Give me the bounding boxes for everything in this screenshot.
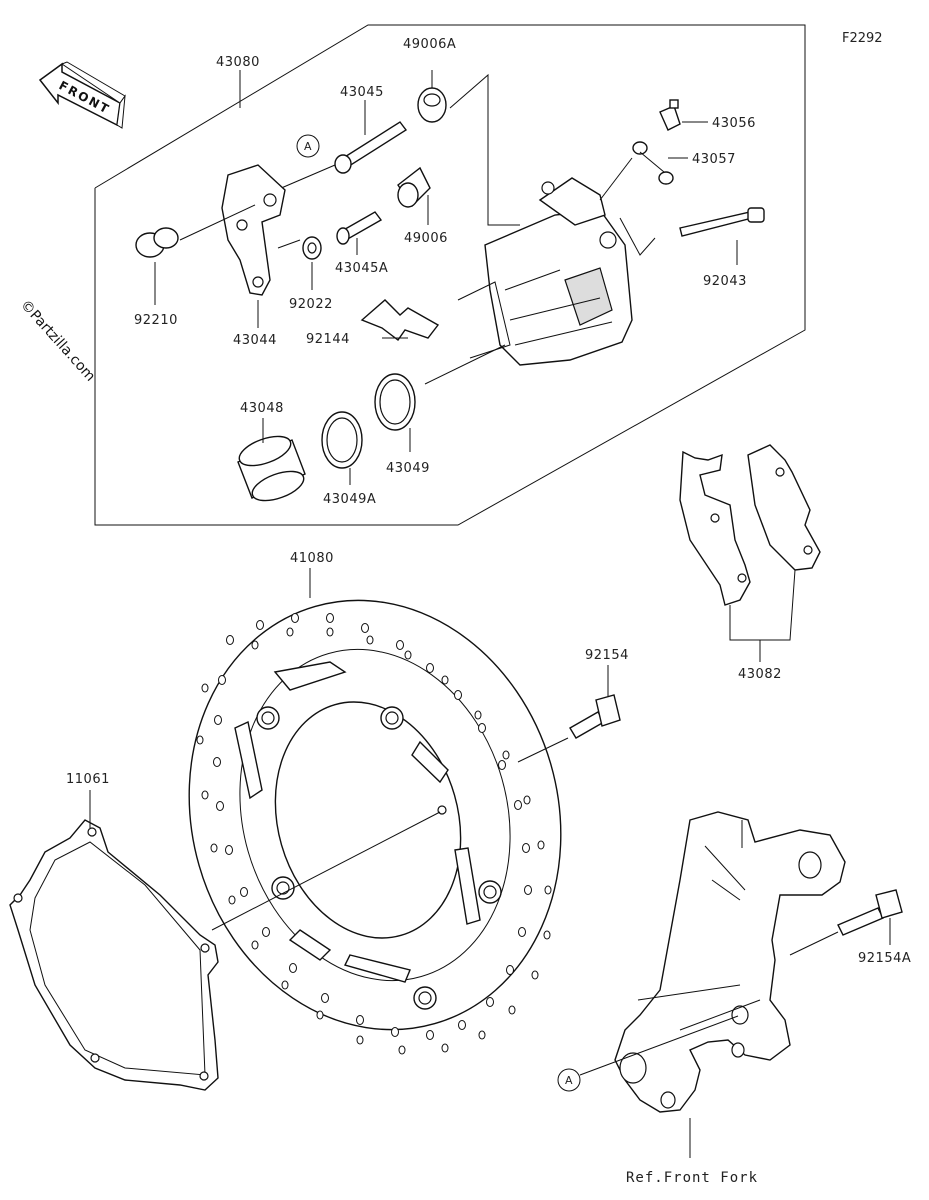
caliper-body <box>424 177 633 385</box>
part-label-92022: 92022 <box>289 297 333 312</box>
part-label-49006a: 49006A <box>403 37 456 52</box>
gasket-11061 <box>9 790 441 1091</box>
svg-text:A: A <box>565 1074 573 1087</box>
collar-92210 <box>135 204 256 305</box>
disc-bolt-92154 <box>517 665 621 763</box>
part-label-92043: 92043 <box>703 274 747 289</box>
pad-pin-92043 <box>619 207 765 265</box>
part-label-49006: 49006 <box>404 231 448 246</box>
boot-49006 <box>397 166 431 225</box>
svg-text:A: A <box>304 140 312 153</box>
figure-code: F2292 <box>842 31 883 46</box>
part-label-92154a: 92154A <box>858 951 911 966</box>
reference-label: Ref.Front Fork <box>626 1170 758 1186</box>
pad-spring-92144 <box>360 299 440 341</box>
seal-43049a <box>321 411 363 485</box>
slide-pin-43045a <box>336 211 383 255</box>
bleeder-valve-43056 <box>659 99 708 131</box>
part-label-43057: 43057 <box>692 152 736 167</box>
part-label-43048: 43048 <box>240 401 284 416</box>
piston-43048 <box>237 418 306 502</box>
part-label-43045a: 43045A <box>335 261 388 276</box>
caliper-bracket-43044 <box>221 164 286 328</box>
front-arrow-icon: FRONT <box>38 61 126 129</box>
part-label-43082: 43082 <box>738 667 782 682</box>
seal-43049 <box>374 373 416 452</box>
part-label-43044: 43044 <box>233 333 277 348</box>
part-label-43049: 43049 <box>386 461 430 476</box>
part-label-92144: 92144 <box>306 332 350 347</box>
front-fork-leg <box>614 811 846 1158</box>
callout-a-lower: A <box>557 1015 739 1092</box>
watermark: ©Partzilla.com <box>17 297 98 385</box>
brake-pads-43082 <box>679 444 821 662</box>
part-label-92210: 92210 <box>134 313 178 328</box>
part-label-41080: 41080 <box>290 551 334 566</box>
part-label-92154: 92154 <box>585 648 629 663</box>
part-label-43080: 43080 <box>216 55 260 70</box>
part-label-43049a: 43049A <box>323 492 376 507</box>
brake-disc-41080 <box>188 568 562 1055</box>
caliper-assembly-frame <box>94 24 806 526</box>
callout-a-upper: A <box>296 134 320 158</box>
part-label-11061: 11061 <box>66 772 110 787</box>
mount-bolt-92154a <box>789 889 903 956</box>
cap-43057 <box>599 141 688 201</box>
slide-pin-43045 <box>264 100 408 196</box>
part-label-43056: 43056 <box>712 116 756 131</box>
boot-49006a <box>417 70 520 226</box>
ring-92022 <box>277 236 322 290</box>
part-label-43045: 43045 <box>340 85 384 100</box>
